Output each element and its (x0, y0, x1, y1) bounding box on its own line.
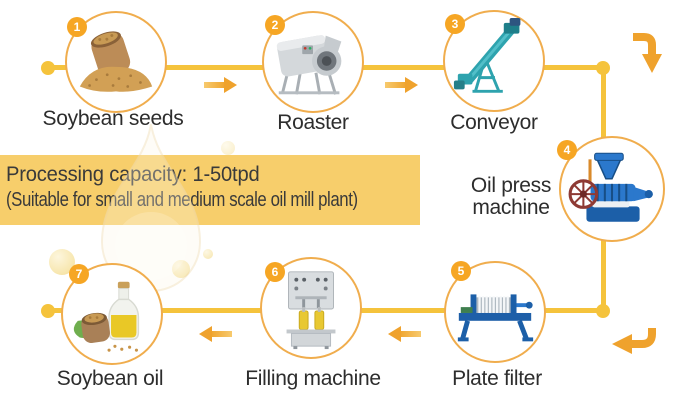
bubble-decoration (203, 249, 213, 259)
capacity-banner: Processing capacity: 1-50tpd (Suitable f… (0, 155, 420, 225)
step-number-badge: 4 (557, 140, 577, 160)
step-label-plate-filter: Plate filter (452, 367, 542, 390)
bubble-decoration (172, 260, 190, 278)
connector-dot-top-left (41, 61, 55, 75)
oil-press-machine-icon (568, 152, 653, 222)
arrow-right-icon (204, 77, 237, 93)
step-circle-oil-press-machine (559, 136, 665, 242)
filling-machine-icon (286, 271, 336, 350)
step-number-badge: 7 (69, 264, 89, 284)
soybean-seeds-icon (79, 31, 153, 92)
step-label-roaster: Roaster (277, 111, 349, 134)
step-number-badge: 5 (451, 261, 471, 281)
curved-arrow-left-icon (612, 328, 656, 354)
step-number-badge: 6 (265, 262, 285, 282)
arrow-right-icon (385, 77, 418, 93)
step-number-badge: 1 (67, 17, 87, 37)
step-label-soybean-seeds: Soybean seeds (42, 107, 184, 130)
connector-dot-bottom-right (596, 304, 610, 318)
capacity-line1: Processing capacity: 1-50tpd (6, 163, 260, 186)
step-number-badge: 2 (265, 15, 285, 35)
conveyor-icon (453, 17, 521, 93)
bubble-decoration (221, 141, 235, 155)
step-circle-conveyor (443, 10, 545, 112)
step-label-soybean-oil: Soybean oil (56, 367, 164, 390)
step-label-filling-machine: Filling machine (245, 367, 381, 390)
roaster-icon (276, 35, 342, 95)
connector-dot-bottom-left (41, 304, 55, 318)
arrow-left-icon (388, 326, 421, 342)
step-number-badge: 3 (445, 14, 465, 34)
step-circle-roaster (262, 11, 364, 113)
capacity-line2: (Suitable for small and medium scale oil… (6, 189, 358, 211)
step-label-conveyor: Conveyor (450, 111, 538, 134)
connector-dot-top-right (596, 61, 610, 75)
arrow-left-icon (199, 326, 232, 342)
plate-filter-icon (457, 294, 534, 342)
step-label-oil-press-machine: Oil press machine (470, 174, 552, 219)
soybean-oil-icon (73, 281, 140, 352)
step-circle-soybean-oil (61, 263, 163, 365)
curved-arrow-down-icon (633, 33, 662, 73)
